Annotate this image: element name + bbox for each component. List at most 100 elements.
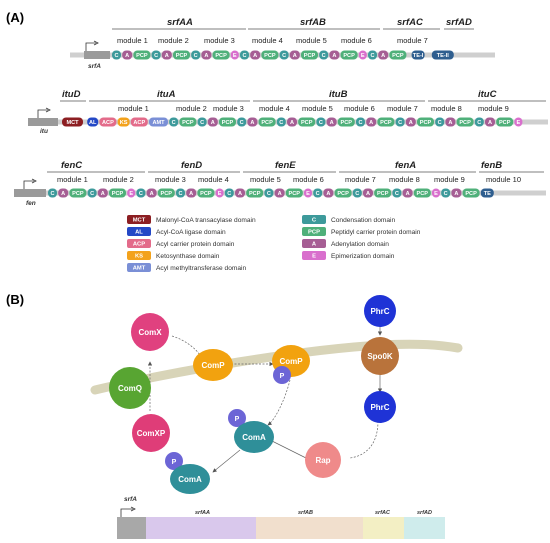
fen-domain-label: C: [316, 191, 320, 197]
srf-domain-label: C: [154, 53, 158, 59]
itu-domain-label: PCP: [301, 120, 313, 126]
comxp-node: ComXP: [132, 414, 170, 452]
srfa-operon: srfA srfAA srfAB srfAC srfAD: [117, 496, 445, 539]
itu-domain-label: C: [279, 120, 283, 126]
srf-domain-pcp: [340, 50, 358, 60]
fen-promoter-block: [14, 189, 46, 197]
srf-domain-a: [289, 50, 300, 60]
itu-domain-a: [405, 117, 416, 127]
svg-text:ComP: ComP: [201, 361, 225, 370]
gene-fenD: fenD: [181, 160, 202, 171]
arrow-coma-to-coma-p: [212, 449, 241, 473]
itu-domain-label: A: [330, 120, 334, 126]
inhibit-rap-to-coma: [269, 439, 307, 459]
fen-domain-label: C: [395, 191, 399, 197]
itu-module-2: module 2: [176, 104, 207, 113]
fen-domain-label: E: [434, 191, 438, 197]
fen-cluster: fen fenC fenD fenE fenA fenB module 1 mo…: [14, 160, 546, 207]
itu-domain-a: [445, 117, 456, 127]
panel-a-label: (A): [6, 10, 24, 25]
svg-text:PhrC: PhrC: [370, 307, 389, 316]
itu-domain-label: PCP: [459, 120, 471, 126]
svg-text:E: E: [312, 254, 316, 260]
srf-domain-a: [329, 50, 340, 60]
legend-item-ks: KS Ketosynthase domain: [127, 251, 220, 260]
srf-domain-label: A: [125, 53, 129, 59]
itu-domain-label: PCP: [261, 120, 273, 126]
fen-domain-e: [215, 188, 224, 198]
srf-domain-label: PCP: [392, 53, 404, 59]
fen-module-10: module 10: [486, 175, 521, 184]
fen-domain-label: C: [267, 191, 271, 197]
fen-module-8: module 8: [389, 175, 420, 184]
svg-text:P: P: [235, 416, 240, 423]
fen-domain-label: PCP: [417, 191, 429, 197]
srf-domain-label: A: [332, 53, 336, 59]
svg-text:Ketosynthase domain: Ketosynthase domain: [156, 253, 220, 260]
itu-module-3: module 3: [213, 104, 244, 113]
itu-domain-c: [356, 117, 365, 127]
gene-ituD: ituD: [62, 89, 81, 100]
fen-domain-label: A: [101, 191, 105, 197]
srf-domain-label: A: [253, 53, 257, 59]
fen-domain-a: [58, 188, 69, 198]
itu-domain-label: AL: [89, 120, 97, 126]
itu-domain-a: [485, 117, 495, 127]
fen-module-6: module 6: [293, 175, 324, 184]
fen-domain-a: [323, 188, 334, 198]
itu-promoter-arrow: [37, 109, 48, 118]
itu-domain-c: [237, 117, 247, 127]
svg-text:AL: AL: [135, 230, 143, 236]
itu-module-7: module 7: [387, 104, 418, 113]
srf-cluster: srfA srfAA srfAB srfAC srfAD module 1 mo…: [70, 17, 495, 70]
amt-swatch: [127, 263, 151, 272]
fen-domain-label: C: [50, 191, 54, 197]
srf-domain-pcp: [133, 50, 151, 60]
svg-text:ComX: ComX: [138, 328, 162, 337]
phrc-node-top: PhrC: [364, 295, 396, 327]
fen-domain-pcp: [334, 188, 352, 198]
srf-domain-pcp: [173, 50, 190, 60]
srf-domain-pcp: [301, 50, 318, 60]
legend-item-pcp: PCP Peptidyl carrier protein domain: [302, 227, 421, 236]
svg-text:Malonyl-CoA transacylase domai: Malonyl-CoA transacylase domain: [156, 217, 256, 224]
coma-node-phospho: ComA: [234, 421, 274, 453]
fen-domain-label: E: [129, 191, 133, 197]
svg-text:ComQ: ComQ: [118, 384, 142, 393]
fen-domain-a: [235, 188, 245, 198]
itu-domain-label: PCP: [380, 120, 392, 126]
itu-domain-label: ACP: [102, 120, 114, 126]
itu-domain-pcp: [258, 117, 276, 127]
operon-segment-srfAA: [146, 517, 256, 539]
gene-fenB: fenB: [481, 160, 502, 171]
gene-ituA: ituA: [157, 89, 176, 100]
fen-module-3: module 3: [155, 175, 186, 184]
itu-domain-c: [197, 117, 207, 127]
legend-item-a: A Adenylation domain: [302, 239, 389, 248]
comx-node: ComX: [131, 313, 169, 351]
srf-domain-label: PCP: [343, 53, 355, 59]
arrow-phrc-to-rap: [349, 420, 379, 459]
operon-segment-srfAD: [404, 517, 445, 539]
srf-domain-a: [378, 50, 389, 60]
itu-domain-c: [395, 117, 405, 127]
svg-text:srfAB: srfAB: [298, 510, 313, 516]
operon-segment-srfAB: [256, 517, 363, 539]
itu-domain-label: PCP: [499, 120, 511, 126]
srf-domain-label: PCP: [264, 53, 276, 59]
itu-domain-amt: [149, 117, 168, 127]
itu-domain-label: A: [409, 120, 413, 126]
gene-fenE: fenE: [275, 160, 296, 171]
comq-node: ComQ: [109, 367, 151, 409]
gene-fenA: fenA: [395, 160, 416, 171]
srf-domain-label: PCP: [176, 53, 188, 59]
itu-domain-a: [366, 117, 377, 127]
svg-text:Acyl-CoA ligase domain: Acyl-CoA ligase domain: [156, 229, 226, 236]
fen-domain-label: PCP: [377, 191, 389, 197]
fen-domain-pcp: [109, 188, 126, 198]
itu-module-9: module 9: [478, 104, 509, 113]
itu-cluster: itu ituD ituA ituB ituC module 1 module …: [28, 89, 548, 135]
srf-domain-a: [161, 50, 172, 60]
fen-domain-label: PCP: [289, 191, 301, 197]
